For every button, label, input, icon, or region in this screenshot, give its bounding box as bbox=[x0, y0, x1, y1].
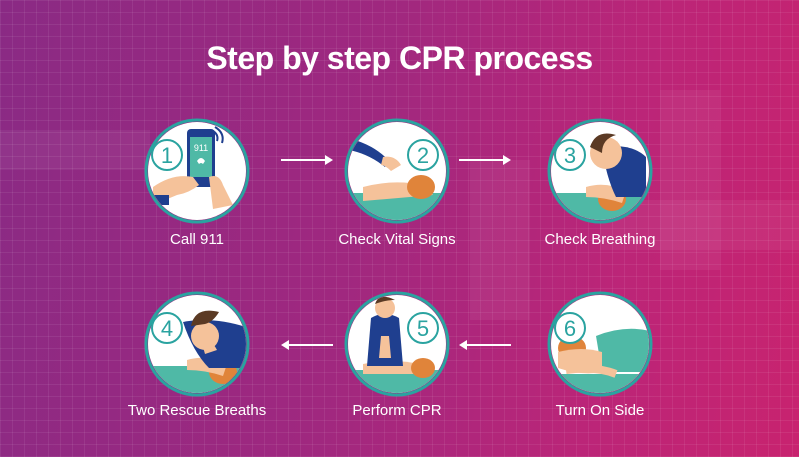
step-1-label: Call 911 bbox=[170, 231, 224, 248]
step-4-illustration: 4 bbox=[143, 290, 251, 398]
step-3-label: Check Breathing bbox=[544, 231, 656, 248]
phone-screen-text: 911 bbox=[194, 143, 208, 153]
step-3-illustration: 3 bbox=[546, 117, 654, 225]
step-5-illustration: 5 bbox=[343, 290, 451, 398]
step-1-illustration: 911 1 bbox=[143, 117, 251, 225]
step-5-number: 5 bbox=[417, 316, 429, 341]
step-3-number: 3 bbox=[564, 143, 576, 168]
arrow-left-icon bbox=[459, 340, 511, 350]
step-4-label: Two Rescue Breaths bbox=[127, 402, 267, 419]
step-6-number: 6 bbox=[564, 316, 576, 341]
step-6-label: Turn On Side bbox=[555, 402, 645, 419]
arrow-left-icon bbox=[281, 340, 333, 350]
step-6-illustration: 6 bbox=[546, 290, 654, 398]
step-2-label: Check Vital Signs bbox=[338, 231, 456, 248]
step-2-illustration: 2 bbox=[343, 117, 451, 225]
step-1-number: 1 bbox=[161, 143, 173, 168]
step-2-number: 2 bbox=[417, 143, 429, 168]
decor-cross-right bbox=[660, 90, 720, 270]
decor-cross-mid bbox=[470, 160, 530, 320]
decor-cross-left bbox=[0, 130, 150, 170]
step-5-label: Perform CPR bbox=[352, 402, 442, 419]
page-title: Step by step CPR process bbox=[206, 40, 593, 76]
arrow-right-icon bbox=[281, 155, 333, 165]
step-4-number: 4 bbox=[161, 316, 173, 341]
arrow-right-icon bbox=[459, 155, 511, 165]
